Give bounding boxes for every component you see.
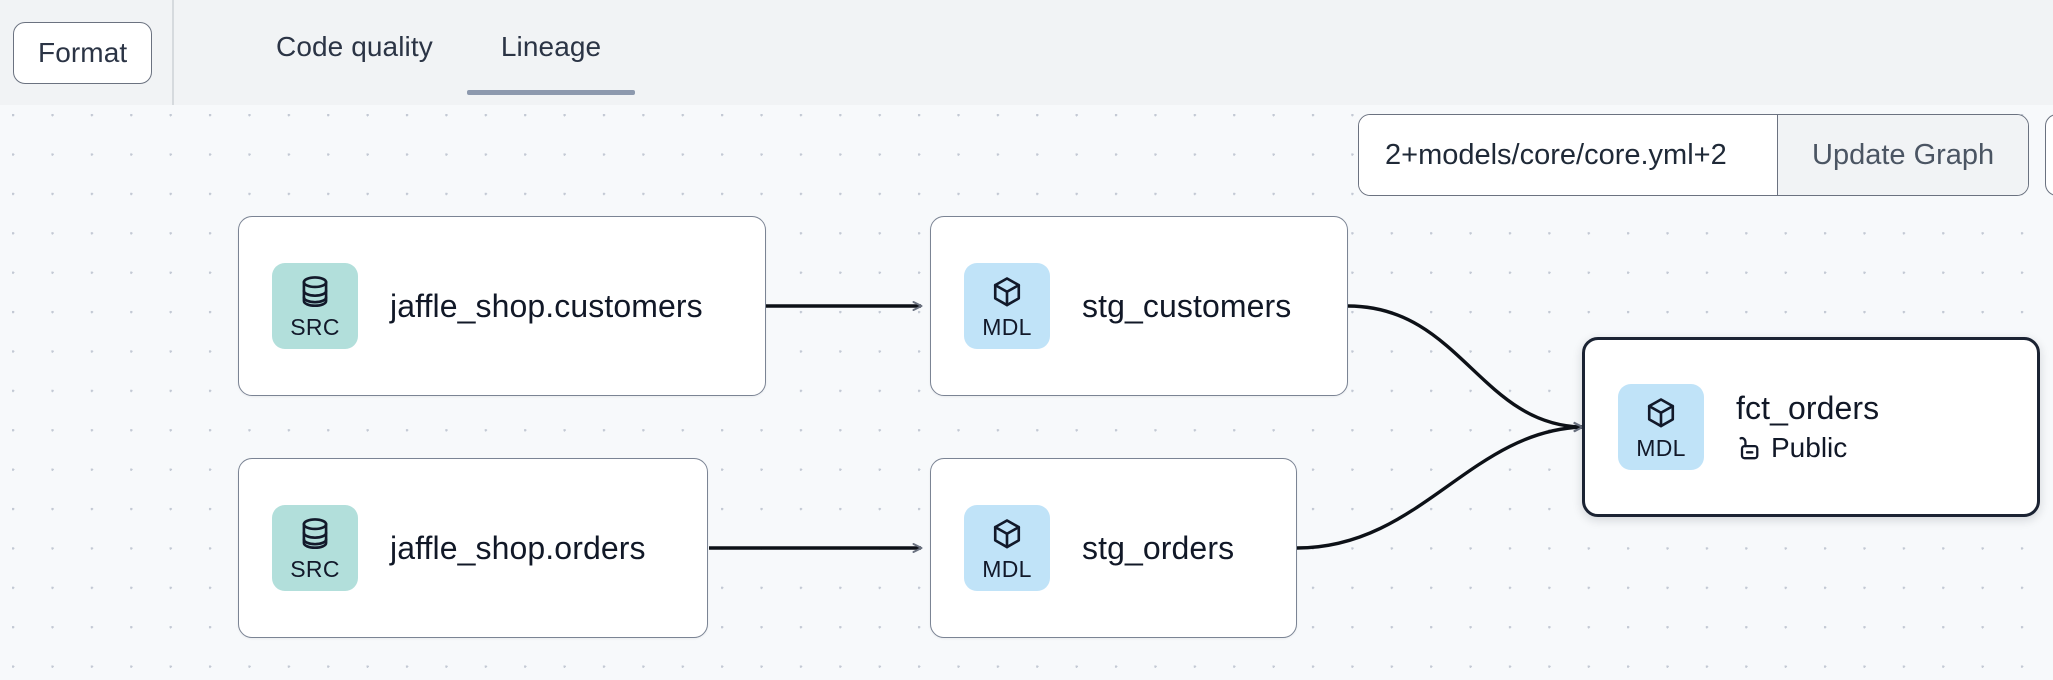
model-selector-input[interactable] — [1359, 115, 1777, 195]
node-badge-label: SRC — [290, 314, 340, 340]
toolbar-divider — [172, 0, 174, 105]
tab-bar: Code quality Lineage — [242, 0, 636, 105]
lineage-node-stg-orders[interactable]: MDL stg_orders — [930, 458, 1297, 638]
cube-icon — [990, 273, 1024, 313]
tab-code-quality[interactable]: Code quality — [276, 30, 433, 62]
lineage-canvas[interactable]: SRC jaffle_shop.customers SRC — [0, 105, 2053, 680]
node-title: jaffle_shop.orders — [390, 529, 646, 566]
edge-stg-orders-to-fct — [1296, 422, 1584, 550]
format-button[interactable]: Format — [13, 21, 153, 84]
node-badge-mdl: MDL — [1618, 384, 1704, 470]
node-body: jaffle_shop.orders — [390, 530, 646, 567]
lineage-node-jaffle-shop-orders[interactable]: SRC jaffle_shop.orders — [238, 458, 708, 638]
node-badge-src: SRC — [272, 263, 358, 349]
selector-group: Update Graph — [1358, 114, 2030, 196]
node-visibility: Public — [1736, 432, 1879, 464]
node-title: jaffle_shop.customers — [390, 287, 703, 324]
node-title: stg_orders — [1082, 529, 1235, 566]
node-badge-src: SRC — [272, 505, 358, 591]
lineage-node-jaffle-shop-customers[interactable]: SRC jaffle_shop.customers — [238, 216, 766, 396]
top-toolbar: Format Code quality Lineage — [0, 0, 2053, 105]
node-body: stg_customers — [1082, 288, 1291, 325]
cube-icon — [990, 515, 1024, 555]
node-badge-mdl: MDL — [964, 263, 1050, 349]
toolbar-left-group: Format — [0, 0, 172, 105]
tab-lineage[interactable]: Lineage — [466, 0, 636, 105]
node-body: jaffle_shop.customers — [390, 288, 703, 325]
lineage-node-stg-customers[interactable]: MDL stg_customers — [930, 216, 1348, 396]
update-graph-button[interactable]: Update Graph — [1777, 115, 2029, 195]
node-body: fct_orders Public — [1736, 390, 1879, 465]
cube-icon — [1644, 394, 1678, 434]
graph-side-control[interactable] — [2045, 114, 2053, 196]
node-badge-label: MDL — [982, 314, 1032, 340]
node-badge-label: MDL — [1636, 435, 1686, 461]
node-body: stg_orders — [1082, 530, 1234, 567]
graph-controls: Update Graph — [1358, 114, 2053, 196]
lineage-node-fct-orders[interactable]: MDL fct_orders Public — [1582, 337, 2040, 517]
node-visibility-label: Public — [1771, 432, 1848, 464]
unlock-icon — [1736, 434, 1762, 462]
database-icon — [298, 273, 332, 313]
edge-stg-customers-to-fct — [1347, 304, 1584, 432]
node-badge-label: MDL — [982, 556, 1032, 582]
node-title: stg_customers — [1082, 287, 1292, 324]
node-badge-mdl: MDL — [964, 505, 1050, 591]
node-badge-label: SRC — [290, 556, 340, 582]
database-icon — [298, 515, 332, 555]
node-title: fct_orders — [1736, 389, 1880, 426]
